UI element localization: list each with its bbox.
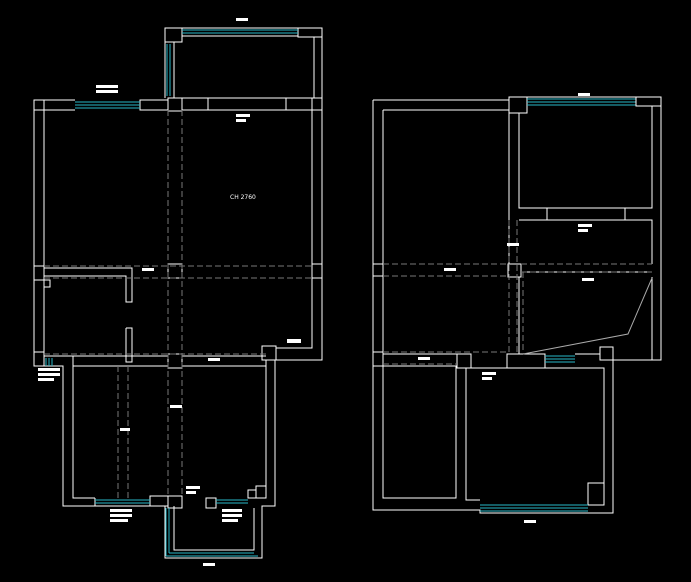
dim-tag: [578, 224, 592, 227]
dim-tag: [96, 90, 118, 93]
dim-tag: [110, 519, 128, 522]
dim-tag: [418, 357, 430, 360]
right-walls: [372, 96, 662, 514]
left-bottom-balcony: [94, 485, 267, 557]
dim-tag: [222, 509, 242, 512]
left-interior: [33, 110, 323, 498]
dim-tag: [222, 519, 238, 522]
dim-tag: [38, 368, 60, 371]
dim-tag: [186, 486, 200, 489]
left-main-walls: [33, 97, 323, 559]
left-labels: CH 2760: [38, 18, 301, 566]
dim-tag: [110, 509, 132, 512]
dim-tag: [578, 229, 588, 232]
right-floor-plan: [372, 93, 662, 523]
dim-tag: [110, 514, 132, 517]
dim-tag: [186, 491, 196, 494]
dim-tag: [208, 358, 220, 361]
dim-tag: [222, 514, 242, 517]
dim-tag: [236, 18, 248, 21]
right-labels: [418, 93, 594, 523]
dim-tag: [287, 339, 301, 343]
dim-tag: [38, 378, 54, 381]
ceiling-height-label: CH 2760: [230, 194, 256, 201]
dim-tag: [482, 372, 496, 375]
dim-tag: [444, 268, 456, 271]
dim-tag: [120, 428, 130, 431]
left-floor-plan: CH 2760: [33, 18, 323, 566]
dim-tag: [578, 93, 590, 96]
dim-tag: [482, 377, 492, 380]
dim-tag: [582, 278, 594, 281]
dim-tag: [96, 85, 118, 88]
dim-tag: [203, 563, 215, 566]
dim-tag: [236, 119, 246, 122]
dim-tag: [524, 520, 536, 523]
dim-tag: [142, 268, 154, 271]
left-top-balcony: [164, 27, 323, 98]
dim-tag: [170, 405, 182, 408]
dim-tag: [38, 373, 60, 376]
dim-tag: [236, 114, 250, 117]
dim-tag: [507, 243, 519, 246]
